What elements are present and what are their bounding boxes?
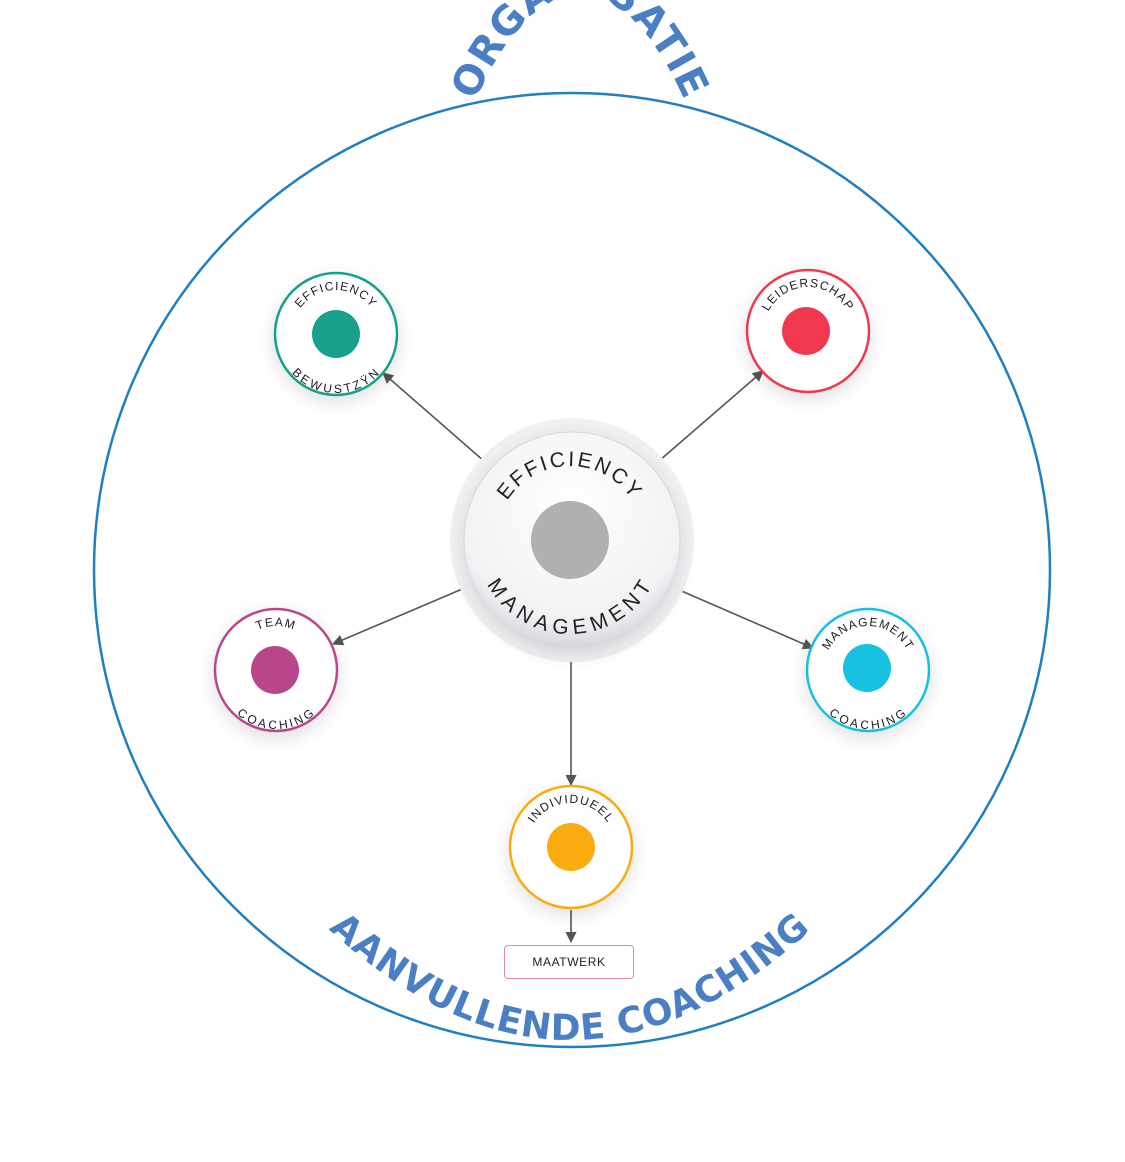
title-top: ORGANISATIE — [442, 0, 717, 105]
center-dot — [531, 501, 609, 579]
node-team-coaching: TEAM COACHING — [213, 607, 339, 733]
maatwerk-label: MAATWERK — [532, 955, 606, 969]
arrow-to-efficiency-bewustzijn — [382, 372, 493, 469]
arrow-to-management-coaching — [669, 585, 815, 650]
connector-arrows — [331, 370, 815, 944]
node-dot — [312, 310, 360, 358]
node-dot — [843, 644, 891, 692]
node-leiderschap: LEIDERSCHAP — [745, 268, 871, 394]
node-management-coaching: MANAGEMENT COACHING — [805, 607, 931, 733]
maatwerk-box: MAATWERK — [504, 945, 634, 979]
node-dot — [251, 646, 299, 694]
node-dot — [782, 307, 830, 355]
node-efficiency-bewustzijn: EFFICIENCY BEWUSTZŸN — [273, 271, 399, 397]
node-dot — [547, 823, 595, 871]
outer-ring — [92, 91, 1052, 1049]
center-hub: EFFICIENCY MANAGEMENT — [450, 418, 694, 662]
arrow-to-team-coaching — [331, 583, 475, 646]
node-individueel: INDIVIDUEEL — [508, 784, 634, 910]
arrow-to-leiderschap — [651, 370, 764, 468]
